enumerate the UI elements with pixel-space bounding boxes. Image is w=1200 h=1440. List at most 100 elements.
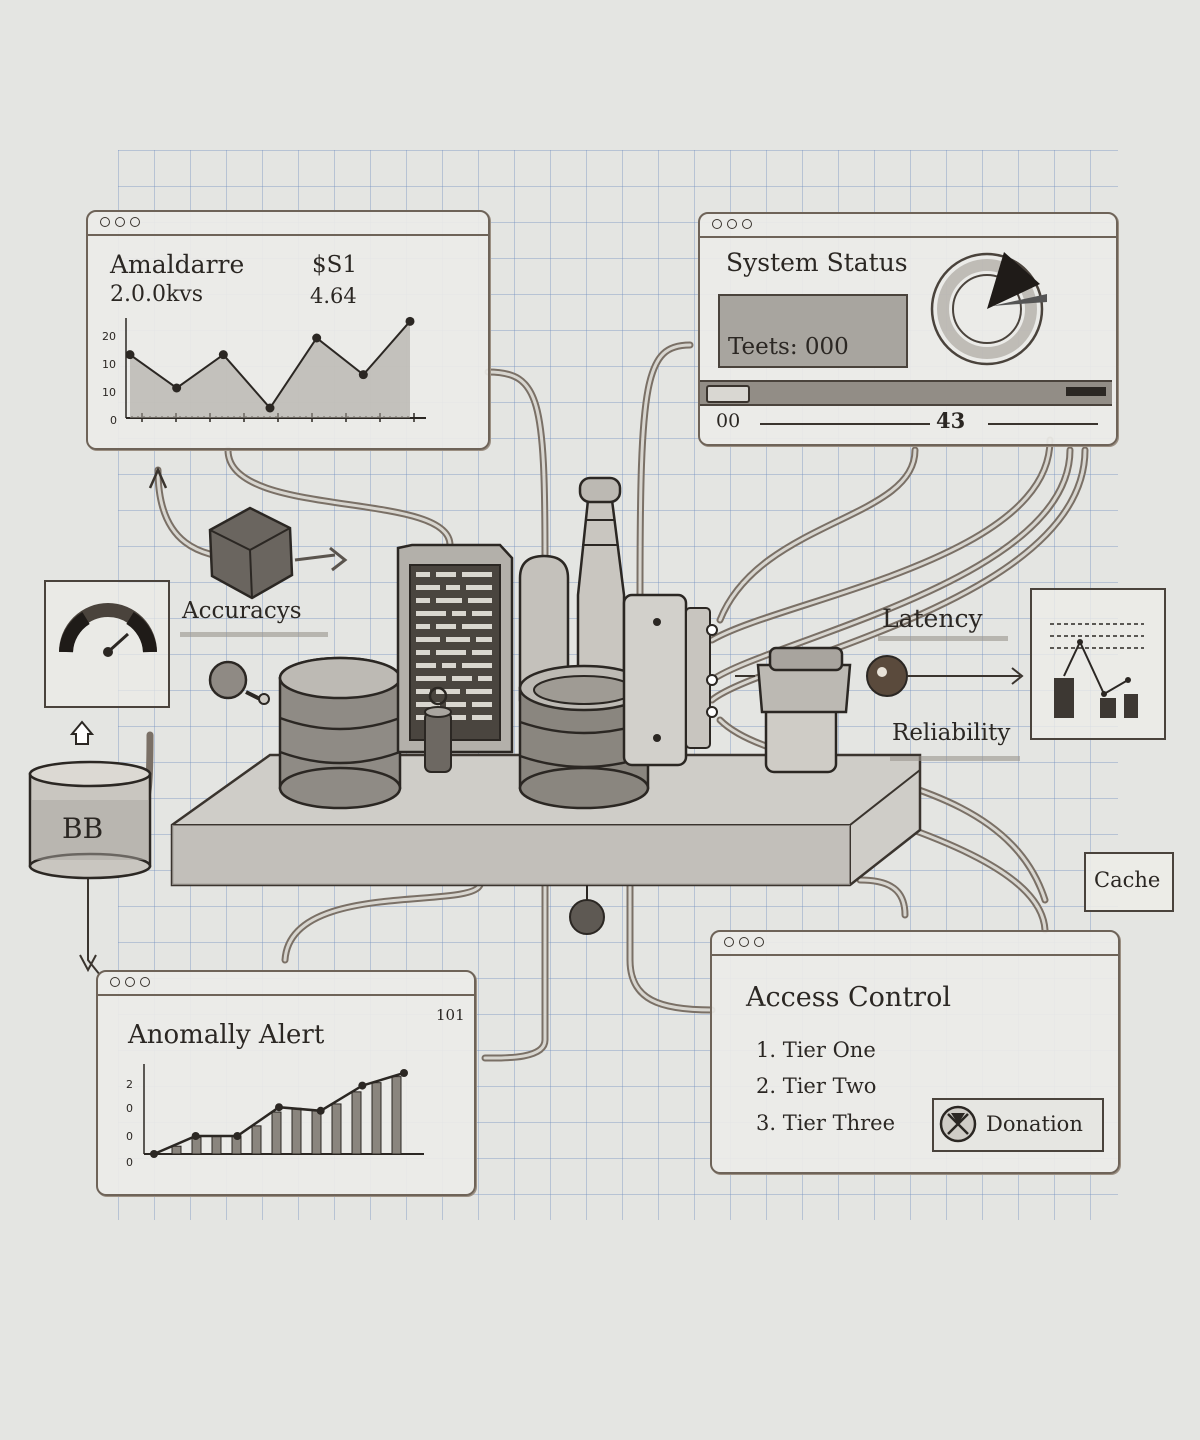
window-controls[interactable] — [100, 217, 140, 227]
close-circle-icon — [939, 1105, 977, 1143]
accuracy-label: Accuracys — [182, 598, 302, 624]
bar — [291, 1107, 302, 1155]
y-tick-label: 2 — [126, 1078, 133, 1091]
cache-label: Cache — [1094, 868, 1161, 892]
pie-gauge-icon — [930, 252, 1047, 366]
panel-title: Anomally Alert — [128, 1020, 325, 1050]
y-tick-label: 20 — [102, 330, 116, 343]
gpu-cup-device — [756, 646, 852, 774]
hanging-weight — [569, 885, 605, 935]
tier-item[interactable]: 1. Tier One — [756, 1038, 876, 1062]
tier-item[interactable]: 2. Tier Two — [756, 1074, 877, 1098]
bb-label: BB — [62, 812, 104, 845]
progress-line — [760, 423, 930, 425]
data-point — [358, 1081, 367, 1090]
gauge-icon — [59, 603, 157, 657]
y-tick-label: 0 — [126, 1130, 133, 1143]
server-rack — [396, 543, 514, 754]
y-tick-label: 0 — [126, 1102, 133, 1115]
database-cylinder-right — [518, 664, 650, 810]
data-point — [125, 350, 135, 360]
data-point — [233, 1132, 242, 1140]
panel-title: System Status — [726, 248, 908, 277]
corner-value: 101 — [436, 1006, 465, 1024]
bar — [271, 1111, 282, 1155]
data-point — [312, 333, 322, 343]
progress-line — [988, 423, 1098, 425]
progress-end-marker — [1066, 387, 1106, 396]
bb-database-cylinder — [28, 760, 152, 880]
progress-right-label: 43 — [936, 408, 966, 433]
panel-title: Access Control — [746, 982, 951, 1013]
metrics-chart-window: Amaldarre $S1 2.0.0kvs 4.64 20 10 10 0 — [86, 210, 490, 450]
data-point — [265, 403, 275, 413]
mini-bar-chart — [1050, 623, 1144, 718]
accuracy-gauge-box — [44, 580, 170, 708]
latency-chart-box — [1030, 588, 1166, 740]
latency-sphere — [735, 655, 1024, 697]
access-control-window: Access Control 1. Tier One 2. Tier Two 3… — [710, 930, 1120, 1174]
panel-value-b: 4.64 — [310, 284, 357, 308]
latency-underline — [878, 636, 1008, 641]
window-title-bar — [700, 214, 1116, 238]
latency-label: Latency — [882, 604, 983, 633]
window-controls[interactable] — [724, 937, 764, 947]
panel-value-a: $S1 — [312, 252, 358, 278]
bar — [211, 1135, 222, 1155]
bar — [171, 1145, 182, 1155]
bar — [331, 1103, 342, 1155]
bar — [311, 1109, 322, 1155]
bar — [391, 1076, 402, 1155]
cube-node — [208, 506, 348, 600]
small-tank — [424, 686, 452, 773]
database-cylinder-left — [278, 656, 402, 810]
window-title-bar — [88, 212, 488, 236]
data-point — [316, 1106, 325, 1115]
metrics-line-chart — [125, 316, 426, 422]
anomaly-alert-window: Anomally Alert 101 2 0 0 0 — [96, 970, 476, 1196]
status-screen: Teets: 000 — [718, 294, 908, 368]
reliability-label: Reliability — [892, 720, 1011, 746]
data-point — [400, 1069, 408, 1077]
donation-label: Donation — [986, 1112, 1083, 1136]
silo-tower — [518, 476, 626, 702]
system-status-window: System Status Teets: 000 00 43 — [698, 212, 1118, 446]
window-controls[interactable] — [110, 977, 150, 987]
cache-box[interactable]: Cache — [1084, 852, 1174, 912]
anomaly-bar-line-chart — [143, 1064, 424, 1158]
donation-button[interactable]: Donation — [932, 1098, 1104, 1152]
panel-subtitle: 2.0.0kvs — [110, 282, 204, 307]
window-title-bar — [98, 972, 474, 996]
data-point — [405, 316, 415, 326]
y-tick-label: 10 — [102, 386, 116, 399]
progress-handle[interactable] — [706, 385, 750, 403]
accuracy-underline — [180, 632, 328, 637]
panel-title: Amaldarre — [110, 250, 245, 279]
y-tick-label: 0 — [126, 1156, 133, 1169]
bar — [371, 1082, 382, 1155]
status-screen-text: Teets: 000 — [728, 334, 849, 360]
progress-track — [700, 380, 1112, 406]
tier-item[interactable]: 3. Tier Three — [756, 1111, 896, 1135]
connector-hub — [622, 593, 718, 767]
bar — [351, 1091, 362, 1155]
data-point — [358, 370, 368, 380]
window-controls[interactable] — [712, 219, 752, 229]
data-point — [150, 1150, 158, 1158]
y-tick-label: 10 — [102, 358, 116, 371]
window-title-bar — [712, 932, 1118, 956]
data-point — [172, 383, 182, 393]
upload-arrow-icon — [69, 720, 95, 745]
data-point — [275, 1103, 283, 1112]
data-point — [191, 1132, 200, 1140]
bar — [191, 1137, 202, 1155]
bar — [251, 1125, 262, 1155]
data-point — [218, 350, 228, 360]
knob-valve — [208, 660, 270, 705]
series-area — [130, 321, 410, 418]
progress-left-label: 00 — [716, 410, 741, 432]
reliability-underline — [890, 756, 1020, 761]
y-tick-label: 0 — [110, 414, 117, 427]
